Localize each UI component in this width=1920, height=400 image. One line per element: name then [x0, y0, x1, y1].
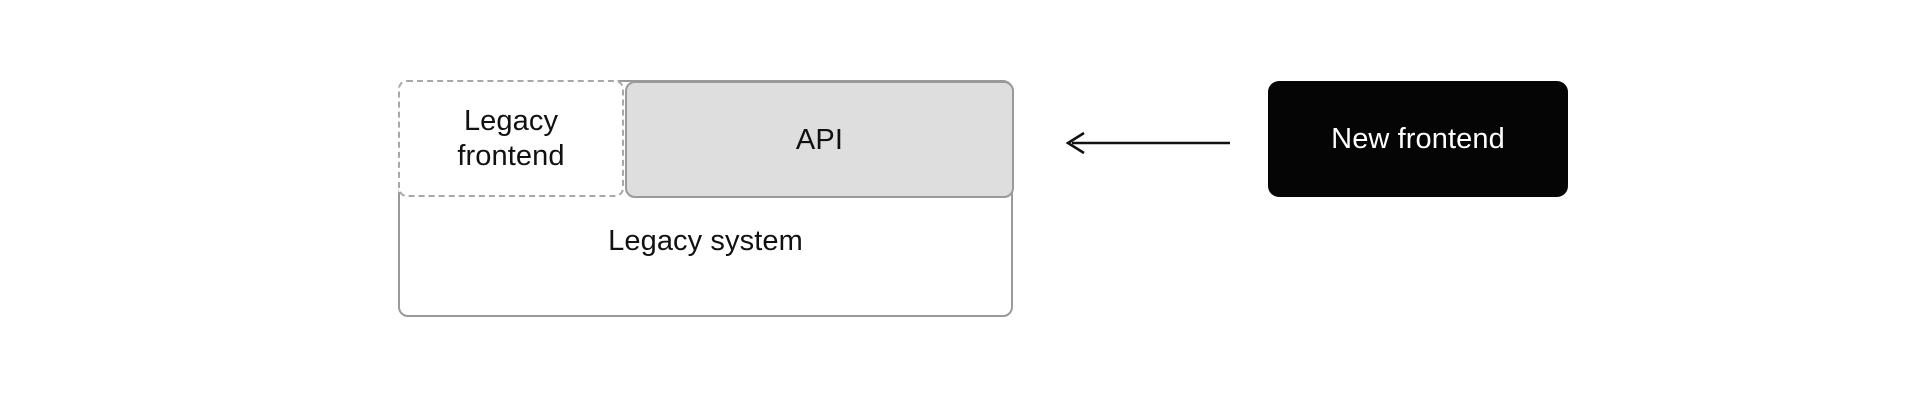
legacy-frontend-box[interactable]: Legacy frontend [398, 80, 624, 197]
new-frontend-to-api-arrow [1065, 131, 1230, 155]
api-box[interactable]: API [625, 81, 1014, 198]
arrow-head-icon [1065, 131, 1085, 155]
legacy-frontend-label-line-2: frontend [457, 139, 565, 172]
legacy-frontend-label: Legacy frontend [400, 104, 622, 174]
legacy-frontend-label-line-1: Legacy [463, 104, 559, 137]
new-frontend-box[interactable]: New frontend [1268, 81, 1568, 197]
new-frontend-label: New frontend [1331, 123, 1505, 155]
legacy-system-label: Legacy system [608, 225, 803, 257]
api-label: API [795, 123, 844, 156]
